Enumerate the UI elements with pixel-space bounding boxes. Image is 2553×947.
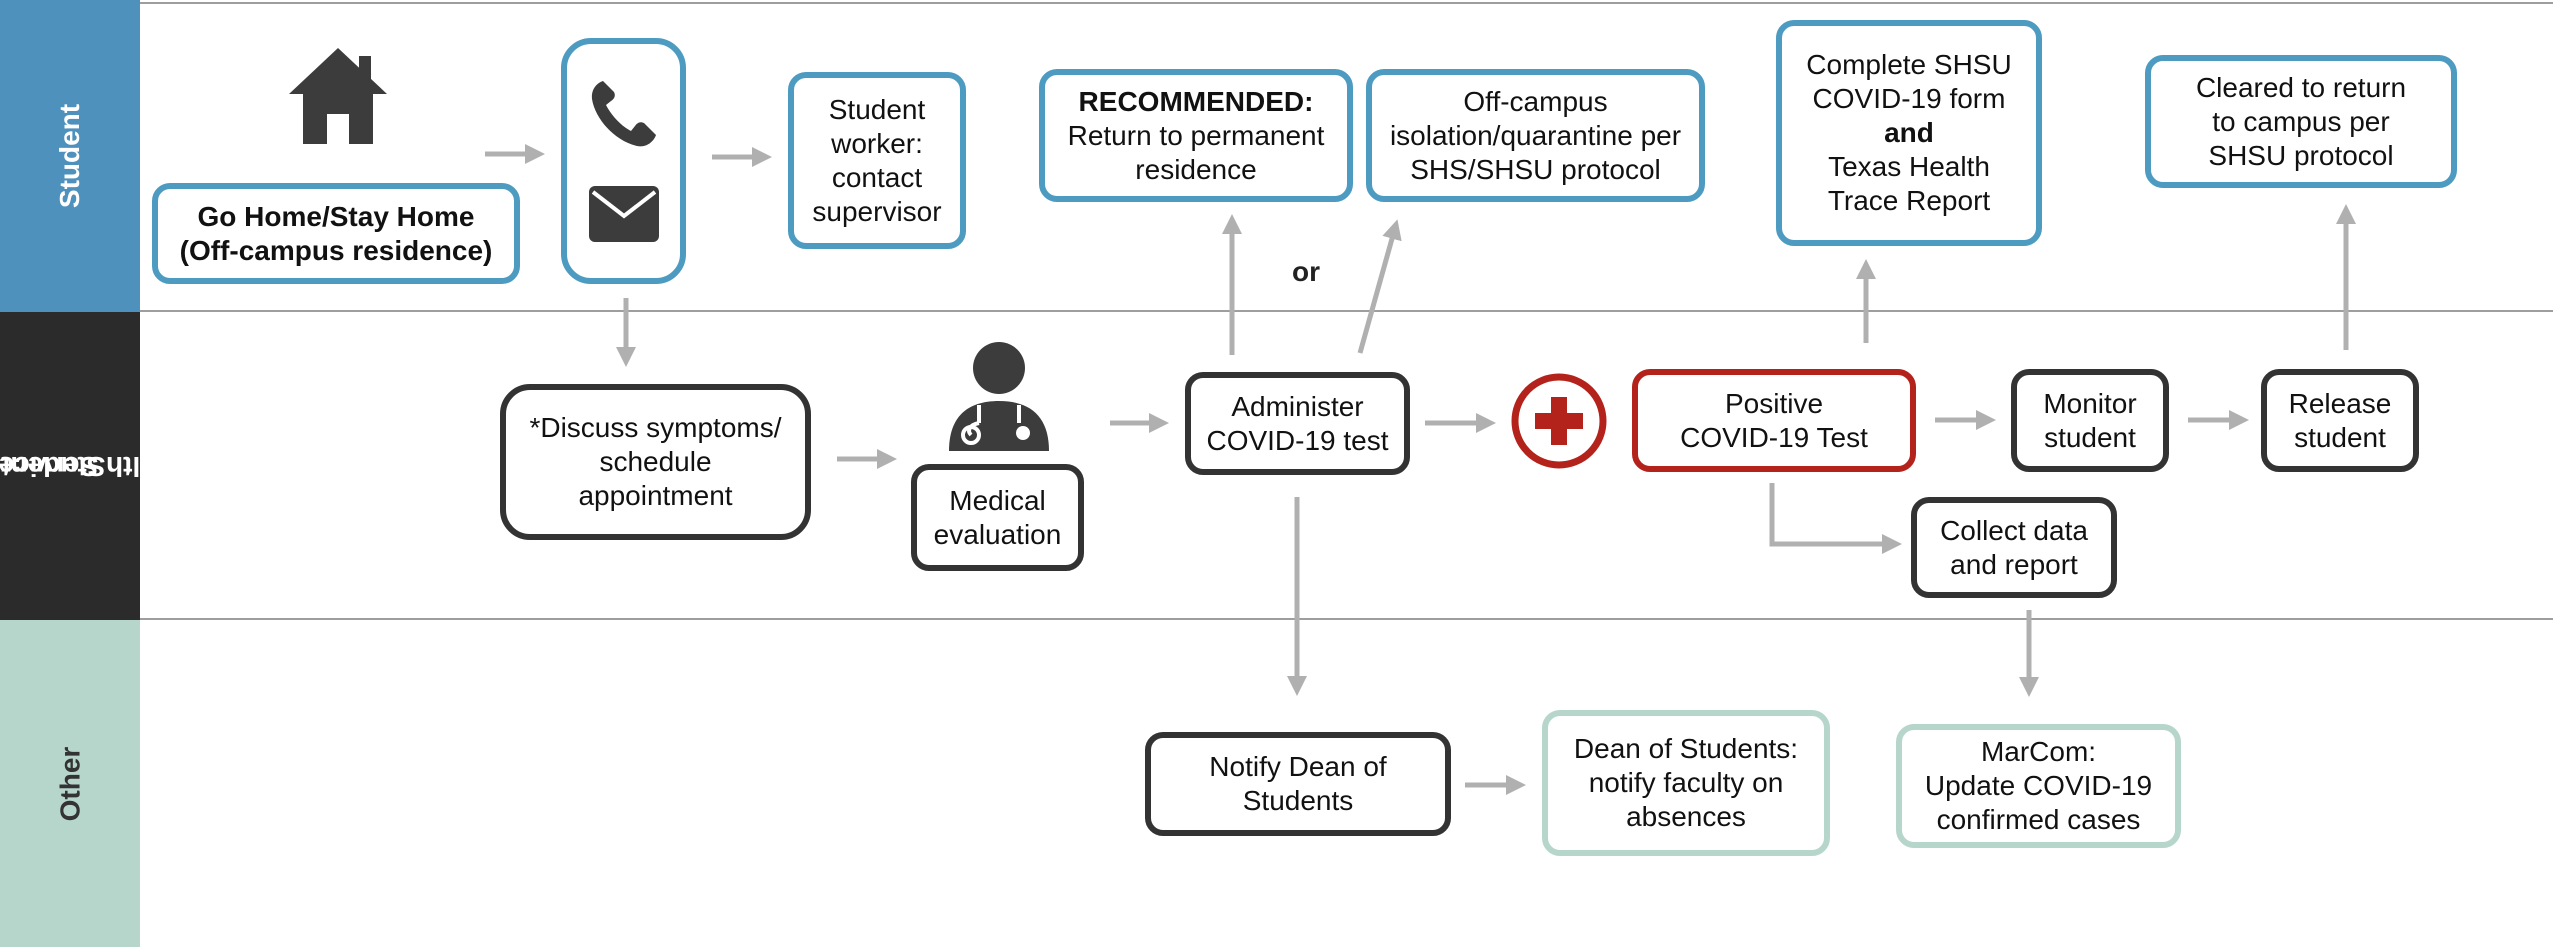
off-campus-box: Off-campus isolation/quarantine per SHS/… <box>1366 69 1705 202</box>
complete-form-box: Complete SHSU COVID-19 form and Texas He… <box>1776 20 2042 246</box>
arrow-positive-to-collect <box>1769 483 1902 554</box>
off-campus-line1: Off-campus <box>1463 85 1608 117</box>
notify-dean-box: Notify Dean of Students <box>1145 732 1451 836</box>
lane-divider-2 <box>140 618 2553 620</box>
student-worker-box: Student worker: contact supervisor <box>788 72 966 249</box>
discuss-line3: appointment <box>578 480 733 511</box>
complete-form-line5: Trace Report <box>1827 185 1991 216</box>
student-worker-line3: contact <box>831 161 923 193</box>
positive-line1: Positive <box>1724 387 1824 419</box>
collect-data-box: Collect data and report <box>1911 497 2117 598</box>
collect-line2: and report <box>1950 548 2078 580</box>
discuss-line1: *Discuss symptoms/ <box>529 412 782 443</box>
complete-form-and: and <box>1884 117 1934 148</box>
go-home-line1: Go Home/Stay Home <box>197 200 475 232</box>
envelope-icon <box>588 185 659 242</box>
cleared-box: Cleared to return to campus per SHSU pro… <box>2145 55 2457 188</box>
positive-line2: COVID-19 Test <box>1680 421 1868 453</box>
go-home-box: Go Home/Stay Home (Off-campus residence) <box>152 183 520 284</box>
medical-eval-line2: evaluation <box>933 518 1062 550</box>
dean-students-box: Dean of Students: notify faculty on abse… <box>1542 710 1830 856</box>
phone-icon <box>591 80 656 146</box>
arrow-administer-to-offcampus <box>1357 219 1402 354</box>
complete-form-line1: Complete SHSU <box>1806 49 2012 80</box>
complete-form-line4: Texas Health <box>1828 151 1990 182</box>
recommended-line1: Return to permanent <box>1067 119 1325 151</box>
discuss-box: *Discuss symptoms/ schedule appointment <box>500 384 811 540</box>
monitor-box: Monitor student <box>2011 369 2169 472</box>
positive-test-box: Positive COVID-19 Test <box>1632 369 1916 472</box>
notify-dean-line1: Notify Dean of <box>1209 751 1387 782</box>
release-line2: student <box>2294 421 2386 453</box>
lane-label-other: Other <box>0 620 140 947</box>
off-campus-line2: isolation/quarantine per <box>1389 119 1682 151</box>
collect-line1: Collect data <box>1940 514 2088 546</box>
dean-students-line1: Dean of Students: <box>1573 733 1799 764</box>
medical-eval-line1: Medical <box>949 484 1046 516</box>
student-worker-line4: supervisor <box>812 195 942 227</box>
medical-eval-box: Medical evaluation <box>911 464 1084 571</box>
dean-students-line2: notify faculty on <box>1588 767 1784 798</box>
student-worker-line2: worker: <box>831 127 923 159</box>
off-campus-line3: SHS/SHSU protocol <box>1410 153 1661 185</box>
go-home-line2: (Off-campus residence) <box>179 234 493 266</box>
lane-label-student: Student <box>0 0 140 312</box>
medical-cross-icon <box>1511 373 1607 469</box>
cleared-line2: to campus per <box>2212 105 2390 137</box>
administer-box: Administer COVID-19 test <box>1185 372 1410 475</box>
marcom-box: MarCom: Update COVID-19 confirmed cases <box>1896 724 2181 848</box>
marcom-line1: MarCom: <box>1980 736 2097 767</box>
cleared-line1: Cleared to return <box>2195 71 2407 103</box>
contact-box <box>561 38 686 284</box>
student-worker-line1: Student <box>828 93 926 125</box>
release-box: Release student <box>2261 369 2419 472</box>
recommended-line2: residence <box>1135 153 1257 185</box>
discuss-line2: schedule <box>599 446 712 477</box>
administer-line2: COVID-19 test <box>1206 424 1389 456</box>
dean-students-line3: absences <box>1626 801 1746 832</box>
cleared-line3: SHSU protocol <box>2208 139 2394 171</box>
recommended-box: RECOMMENDED: Return to permanent residen… <box>1039 69 1353 202</box>
monitor-line1: Monitor <box>2043 387 2137 419</box>
release-line1: Release <box>2288 387 2392 419</box>
complete-form-line2: COVID-19 form <box>1812 83 2006 114</box>
monitor-line2: student <box>2044 421 2136 453</box>
recommended-label: RECOMMENDED: <box>1078 85 1314 117</box>
administer-line1: Administer <box>1231 390 1364 422</box>
or-label: or <box>1292 256 1320 287</box>
home-icon <box>289 48 387 144</box>
marcom-line3: confirmed cases <box>1936 804 2141 835</box>
lane-label-shs: Student Health Services <box>0 312 191 620</box>
lane-top-border <box>140 2 2553 4</box>
lane-divider-1 <box>140 310 2553 312</box>
doctor-icon <box>949 342 1049 451</box>
marcom-line2: Update COVID-19 <box>1924 770 2153 801</box>
notify-dean-line2: Students <box>1242 785 1354 816</box>
